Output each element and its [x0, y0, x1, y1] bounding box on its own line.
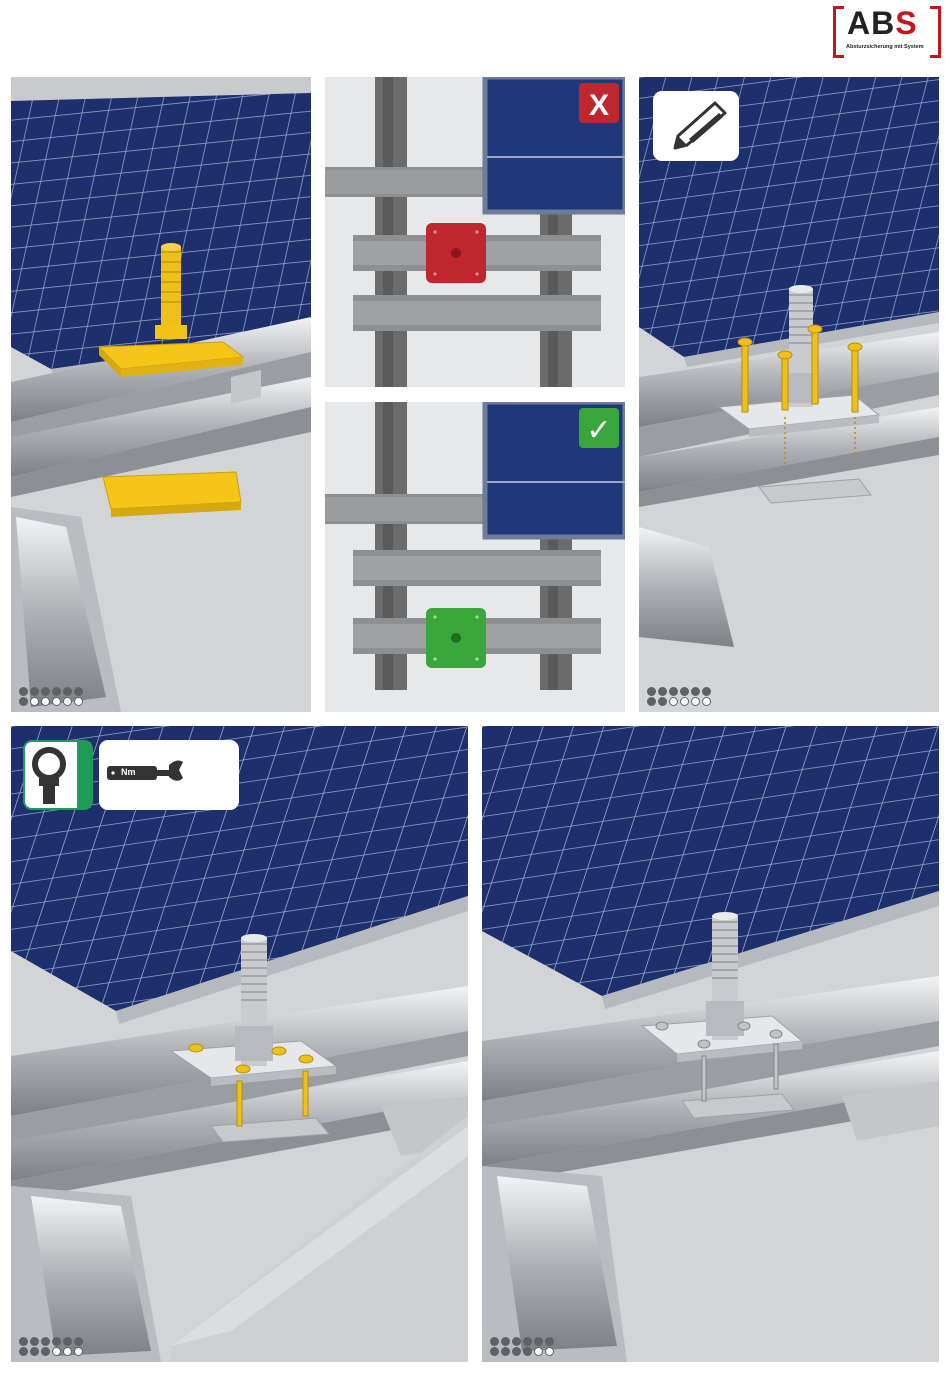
pencil-icon [653, 91, 739, 161]
torque-wrench-icon [99, 740, 239, 810]
eye-bolt-icon [25, 742, 91, 808]
pencil-icon-box [653, 91, 739, 161]
installation-scene-1 [11, 77, 311, 712]
diagram-correct-placement: ✓ [325, 402, 625, 712]
installation-scene-4 [482, 726, 939, 1362]
step-image-1 [11, 77, 311, 712]
step-image-4 [482, 726, 939, 1362]
torque-icon-box: Nm [99, 740, 239, 810]
step-image-3: Nm [11, 726, 468, 1362]
diagram-wrong-placement: X [325, 77, 625, 387]
step-image-2 [639, 77, 939, 712]
progress-dots [19, 686, 83, 706]
eye-bolt-icon-box [23, 740, 93, 810]
progress-dots [647, 686, 711, 706]
correct-placement-drawing: ✓ [325, 402, 625, 712]
torque-label: Nm [121, 767, 136, 777]
logo-tagline: Absturzsicherung mit System [846, 44, 924, 50]
correct-marker-glyph: ✓ [586, 413, 611, 448]
wrong-marker-glyph: X [589, 89, 609, 122]
abs-logo: ABS Absturzsicherung mit System [833, 6, 941, 54]
logo-bracket-right [930, 6, 941, 58]
progress-dots [490, 1336, 554, 1356]
progress-dots [19, 1336, 83, 1356]
logo-wordmark: ABS [847, 5, 918, 42]
logo-bracket-left [833, 6, 844, 58]
installation-scene-2 [639, 77, 939, 712]
wrong-placement-drawing: X [325, 77, 625, 387]
installation-scene-3 [11, 726, 468, 1362]
